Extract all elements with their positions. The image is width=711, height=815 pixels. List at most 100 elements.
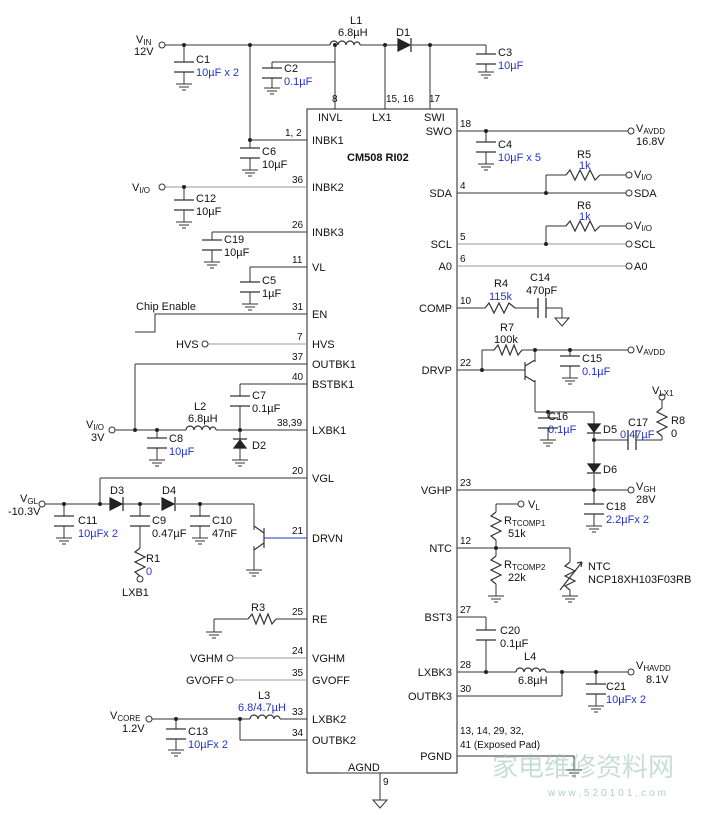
ref-l1: L1 bbox=[350, 15, 362, 27]
pin-name-sda: SDA bbox=[429, 188, 452, 200]
ref-ntc: NTC bbox=[588, 561, 611, 573]
val-r4: 115k bbox=[489, 291, 513, 303]
val-c14: 470pF bbox=[526, 285, 557, 297]
pin-name-bst3: BST3 bbox=[424, 612, 452, 624]
pin-name-drvp: DRVP bbox=[422, 365, 452, 377]
val-r1: 0 bbox=[146, 566, 152, 578]
val-c1: 10µF x 2 bbox=[196, 67, 239, 79]
pin-num-exposed-pad: 41 (Exposed Pad) bbox=[460, 740, 540, 751]
pin-name-drvn: DRVN bbox=[312, 533, 343, 545]
pin-num-drvn: 21 bbox=[292, 526, 304, 537]
net-vcore-label: VCORE bbox=[110, 710, 140, 723]
val-c16: 0.1µF bbox=[548, 424, 577, 436]
ref-d4: D4 bbox=[162, 485, 176, 497]
pin-name-a0: A0 bbox=[439, 261, 452, 273]
ref-rtcomp1: RTCOMP1 bbox=[504, 515, 546, 528]
pin-name-swi: SWI bbox=[424, 112, 445, 124]
pin-name-scl: SCL bbox=[431, 239, 452, 251]
pin-num-sda: 4 bbox=[460, 181, 466, 192]
pin-name-en: EN bbox=[312, 309, 327, 321]
pin-num-bstbk1: 40 bbox=[292, 372, 304, 383]
pin-num-re: 25 bbox=[292, 607, 304, 618]
pin-name-outbk3: OUTBK3 bbox=[408, 691, 452, 703]
ref-c11: C11 bbox=[78, 515, 97, 527]
chip-name: CM508 RI02 bbox=[347, 152, 409, 164]
net-labels: VIN 12V VI/O Chip Enable HVS VI/O 3V VGL… bbox=[8, 34, 674, 735]
net-vio-r5-label: VI/O bbox=[634, 169, 652, 182]
val-c2: 0.1µF bbox=[284, 76, 313, 88]
net-vghm: VGHM bbox=[190, 653, 223, 665]
val-c6: 10µF bbox=[262, 159, 288, 171]
ref-c21: C21 bbox=[606, 681, 626, 693]
val-rtcomp1: 51k bbox=[508, 528, 526, 540]
net-vgl-label: VGL bbox=[20, 493, 39, 506]
net-vin-label: VIN bbox=[136, 34, 152, 47]
net-vio-lxbk1-value: 3V bbox=[91, 432, 105, 444]
capacitor-symbols bbox=[54, 53, 637, 740]
ref-c4: C4 bbox=[498, 139, 512, 151]
pin-num-vghm: 24 bbox=[292, 646, 304, 657]
pin-num-outbk2: 34 bbox=[292, 728, 304, 739]
ic-chip: CM508 RI02 bbox=[306, 108, 458, 774]
ref-r1: R1 bbox=[146, 553, 160, 565]
wires bbox=[45, 44, 663, 800]
pin-num-vl: 11 bbox=[292, 255, 303, 266]
pin-name-inbk1: INBK1 bbox=[312, 135, 344, 147]
pin-num-a0: 6 bbox=[460, 254, 466, 265]
pin-num-scl: 5 bbox=[460, 232, 466, 243]
val-c15: 0.1µF bbox=[582, 366, 611, 378]
pin-num-en: 31 bbox=[292, 302, 304, 313]
pin-name-ntc: NTC bbox=[429, 543, 452, 555]
pin-num-swo: 18 bbox=[460, 119, 472, 130]
net-sda: SDA bbox=[634, 188, 657, 200]
watermark: 家电维修资料网 www.520101.com bbox=[492, 753, 674, 799]
ref-c1: C1 bbox=[196, 54, 210, 66]
net-vlx1-label: VLX1 bbox=[652, 385, 674, 398]
net-a0: A0 bbox=[634, 261, 647, 273]
pin-name-lxbk1: LXBK1 bbox=[312, 425, 346, 437]
ref-l4: L4 bbox=[524, 651, 536, 663]
net-vhavdd-label: VHAVDD bbox=[636, 660, 671, 673]
val-c9: 0.47µF bbox=[152, 528, 187, 540]
ref-r4: R4 bbox=[494, 278, 508, 290]
ref-r6: R6 bbox=[577, 200, 591, 212]
pin-name-invl: INVL bbox=[318, 112, 342, 124]
transistor-symbols bbox=[253, 359, 536, 551]
pin-name-pgnd: PGND bbox=[420, 751, 452, 763]
ref-rtcomp2: RTCOMP2 bbox=[504, 559, 546, 572]
pin-name-vghm: VGHM bbox=[312, 653, 345, 665]
watermark-text: 家电维修资料网 bbox=[492, 753, 674, 783]
net-vgh-label: VGH bbox=[636, 481, 656, 494]
net-gvoff: GVOFF bbox=[186, 675, 224, 687]
val-c18: 2.2µFx 2 bbox=[606, 514, 649, 526]
pin-name-re: RE bbox=[312, 614, 327, 626]
val-c7: 0.1µF bbox=[252, 403, 281, 415]
pin-num-drvp: 22 bbox=[460, 358, 472, 369]
val-r5: 1k bbox=[579, 160, 591, 172]
pin-num-outbk1: 37 bbox=[292, 352, 304, 363]
ref-d3: D3 bbox=[110, 485, 124, 497]
pin-num-gvoff: 35 bbox=[292, 668, 304, 679]
pin-num-pgnd: 13, 14, 29, 32, bbox=[460, 726, 524, 737]
pin-name-comp: COMP bbox=[419, 303, 452, 315]
val-c12: 10µF bbox=[196, 206, 222, 218]
pin-num-lx1: 15, 16 bbox=[386, 94, 414, 105]
pin-num-lxbk1: 38,39 bbox=[277, 418, 302, 429]
pin-num-hvs: 7 bbox=[297, 332, 303, 343]
val-ntc: NCP18XH103F03RB bbox=[588, 574, 691, 586]
val-c10: 47nF bbox=[212, 528, 237, 540]
val-c3: 10µF bbox=[498, 60, 524, 72]
pin-num-vgl: 20 bbox=[292, 466, 304, 477]
val-r6: 1k bbox=[579, 211, 591, 223]
junction-dots bbox=[62, 43, 598, 721]
pin-num-inbk3: 26 bbox=[292, 220, 304, 231]
val-c5: 1µF bbox=[262, 288, 281, 300]
pin-name-inbk2: INBK2 bbox=[312, 182, 344, 194]
component-labels: L1 6.8µH D1 C1 10µF x 2 C2 0.1µF C3 10µF… bbox=[78, 15, 691, 751]
ref-c10: C10 bbox=[212, 515, 232, 527]
ref-c15: C15 bbox=[582, 353, 602, 365]
pin-num-vghp: 23 bbox=[460, 478, 472, 489]
net-hvs: HVS bbox=[176, 339, 199, 351]
ref-l2: L2 bbox=[194, 401, 206, 413]
net-vavdd1-value: 16.8V bbox=[636, 136, 665, 148]
